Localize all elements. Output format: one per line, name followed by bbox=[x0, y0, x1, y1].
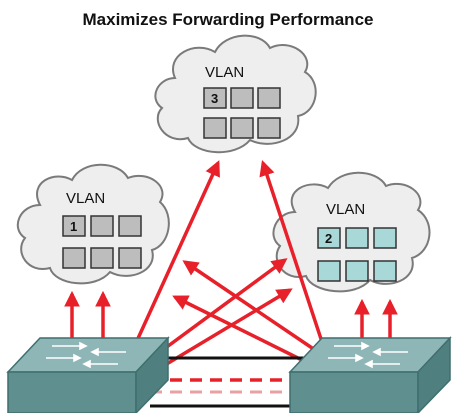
vlan-number: 2 bbox=[325, 231, 332, 246]
vlan-number: 3 bbox=[211, 91, 218, 106]
diagram-title: Maximizes Forwarding Performance bbox=[82, 10, 374, 29]
link-arrow bbox=[259, 160, 325, 346]
vlan-label: VLAN bbox=[66, 190, 105, 207]
link-arrow bbox=[172, 295, 319, 370]
cloud-vlan-3: VLAN 3 bbox=[154, 34, 317, 154]
link-arrow bbox=[133, 160, 220, 346]
port-grid bbox=[203, 87, 281, 139]
link-arrow bbox=[159, 288, 293, 370]
link-arrow bbox=[182, 260, 319, 354]
port-grid bbox=[317, 227, 397, 282]
link-arrow bbox=[158, 258, 288, 354]
switch-icon bbox=[288, 336, 452, 413]
vlan-label: VLAN bbox=[326, 201, 365, 218]
port-grid bbox=[62, 215, 142, 269]
vlan-number: 1 bbox=[70, 219, 77, 234]
cloud-vlan-2: VLAN 2 bbox=[272, 171, 431, 293]
cloud-vlan-1: VLAN 1 bbox=[16, 163, 170, 285]
switch-icon bbox=[6, 336, 170, 413]
link-arrows bbox=[64, 160, 398, 370]
vlan-label: VLAN bbox=[205, 64, 244, 81]
